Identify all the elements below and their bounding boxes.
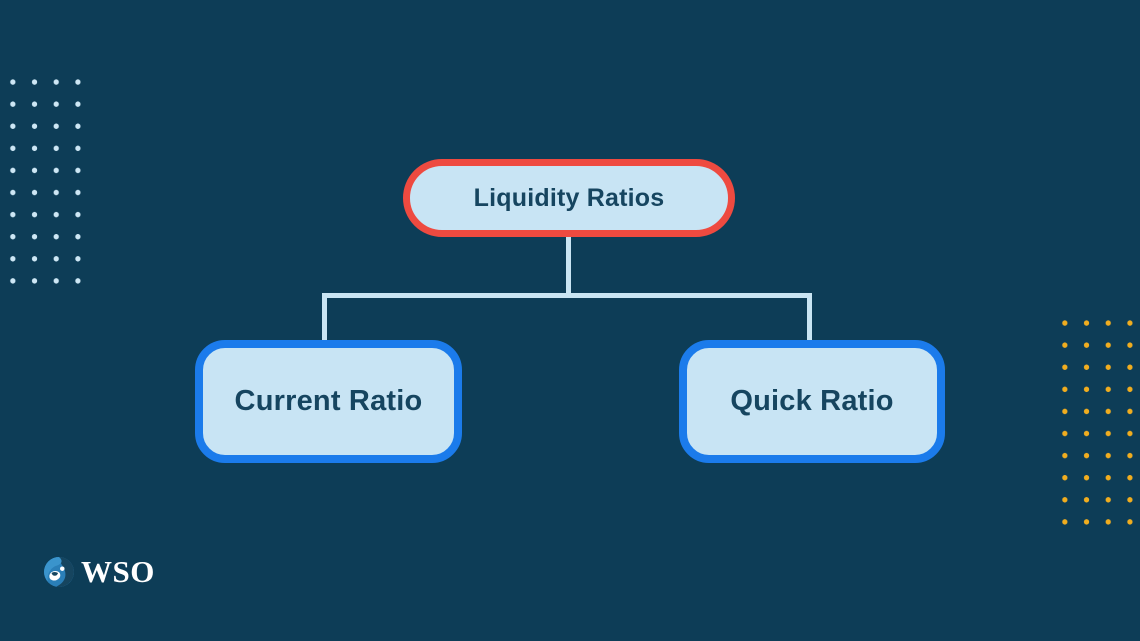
node-current-ratio: Current Ratio <box>195 340 462 463</box>
wso-logo-icon <box>44 557 74 587</box>
node-current-ratio-label: Current Ratio <box>234 385 423 417</box>
node-liquidity-ratios-label: Liquidity Ratios <box>473 183 665 212</box>
connector-horizontal <box>322 293 812 298</box>
node-quick-ratio-label: Quick Ratio <box>730 385 894 417</box>
node-liquidity-ratios: Liquidity Ratios <box>403 159 735 237</box>
dot-grid-left <box>2 71 90 292</box>
node-quick-ratio: Quick Ratio <box>679 340 945 463</box>
connector-right-leg <box>807 293 812 342</box>
wso-logo-text: WSO <box>81 554 155 589</box>
connector-root-stem <box>566 237 571 298</box>
dot-grid-right <box>1054 312 1140 533</box>
wso-logo: WSO <box>44 554 155 589</box>
connector-left-leg <box>322 293 327 342</box>
